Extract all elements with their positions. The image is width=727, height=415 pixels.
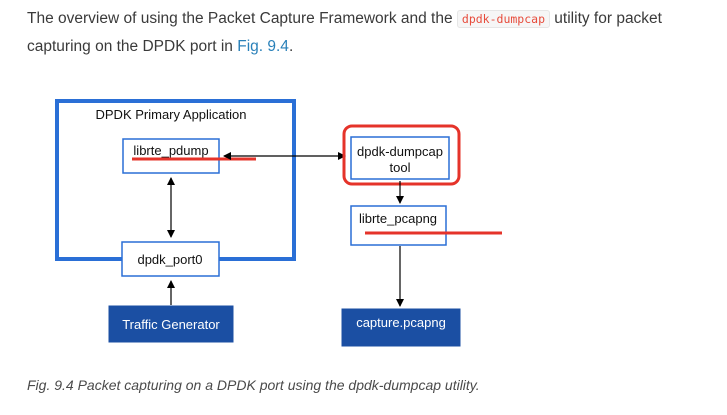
- librte-pcapng-label: librte_pcapng: [359, 211, 437, 226]
- primary-application-label: DPDK Primary Application: [96, 107, 247, 122]
- dumpcap-highlight-frame: [342, 124, 461, 186]
- primary-application-container: [55, 99, 296, 261]
- figure-caption-text: Packet capturing on a DPDK port using th…: [73, 377, 480, 393]
- dpdk-port0-label: dpdk_port0: [137, 252, 202, 267]
- intro-text-middle: utility for packet capturing on the DPDK…: [27, 10, 662, 55]
- librte-pdump-box: [122, 138, 220, 174]
- dpdk-dumpcap-label-line2: tool: [390, 160, 411, 175]
- traffic-generator-label: Traffic Generator: [122, 317, 220, 332]
- traffic-generator-box: [108, 305, 234, 343]
- dpdk-port0-box: [121, 241, 220, 277]
- figure-caption: Fig. 9.4 Packet capturing on a DPDK port…: [27, 377, 480, 393]
- intro-paragraph: The overview of using the Packet Capture…: [27, 5, 707, 60]
- dpdk-dumpcap-tool-box: [350, 136, 450, 180]
- figure-reference-link[interactable]: Fig. 9.4: [237, 38, 289, 55]
- librte-pcapng-box: [350, 205, 447, 246]
- dpdk-dumpcap-label-line1: dpdk-dumpcap: [357, 144, 443, 159]
- capture-pcapng-label: capture.pcapng: [356, 315, 446, 330]
- inline-code-dpdk-dumpcap: dpdk-dumpcap: [456, 10, 550, 28]
- figure-caption-label: Fig. 9.4: [27, 377, 74, 393]
- capture-pcapng-box: [341, 308, 461, 347]
- intro-text-before: The overview of using the Packet Capture…: [27, 10, 457, 27]
- intro-text-after: .: [288, 38, 294, 55]
- librte-pdump-label: librte_pdump: [133, 143, 208, 158]
